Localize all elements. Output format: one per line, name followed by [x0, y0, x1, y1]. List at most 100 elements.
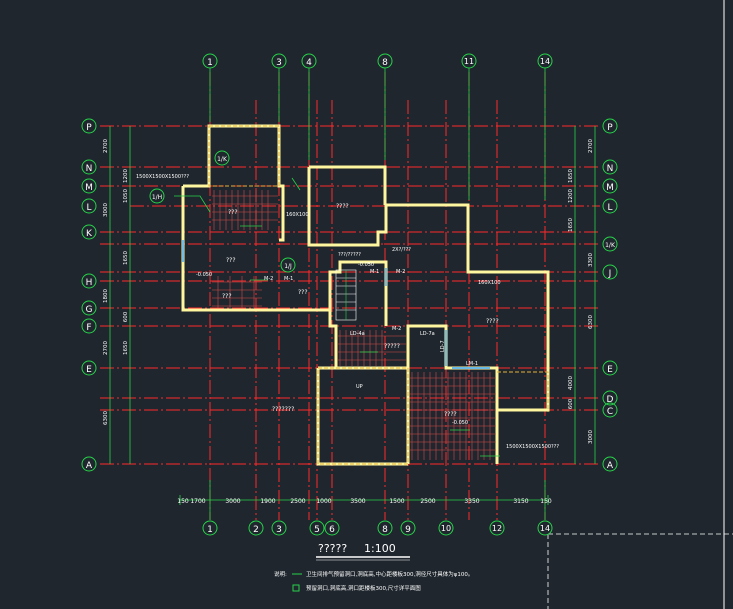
element-tags: LD-4a LD-7a LD-7 LM-1 M-1 M-1 M-2 M-2 M-…: [136, 174, 559, 450]
dimension-text: 3150: [513, 498, 528, 505]
vent-tag: 1500X1500X1500???: [506, 444, 559, 450]
axis-grid: [100, 72, 600, 520]
axis-label: 1: [207, 58, 213, 68]
door-tag: LD-4a: [350, 331, 365, 337]
dimension-text: 1700: [190, 498, 205, 505]
axis-label: P: [607, 123, 613, 133]
axis-bubble-bottom-10: 10: [438, 520, 454, 536]
door-tag: M-2: [264, 276, 273, 282]
axis-label: 3: [276, 58, 282, 68]
axis-bubble-bottom-2: 2: [248, 520, 264, 536]
dimension-text: 600: [123, 311, 129, 322]
axis-bubble-left-L: L: [81, 198, 97, 214]
notes-line-2: 预留洞口,洞底高,洞口距楼板300,尺寸详平面图: [306, 584, 421, 592]
axis-bubble-bottom-9: 9: [400, 520, 416, 536]
elevation-tag: -0.050: [358, 262, 374, 268]
axis-bubble-top-3: 3: [271, 53, 287, 69]
dimension-text: 1200: [568, 189, 574, 203]
bottom-axis-bubbles: 1 2 3 5 6 8 9 10 12 14: [202, 520, 553, 536]
dimension-text: 6300: [588, 315, 594, 329]
axis-bubble-left-N: N: [81, 159, 97, 175]
door-tag: LM-1: [466, 361, 478, 367]
axis-label: K: [86, 229, 93, 239]
axis-bubble-right-E: E: [602, 360, 618, 376]
detail-label: 1/J: [284, 263, 292, 270]
dimension-text: 3000: [588, 430, 594, 444]
drawing-title: ????? 1:100: [316, 542, 410, 561]
dimension-text: 3300: [588, 253, 594, 267]
dimension-text: 3000: [103, 203, 109, 217]
axis-label: 1/K: [605, 242, 616, 249]
axis-bubble-top-14: 14: [537, 53, 553, 69]
axis-bubble-right-P: P: [602, 118, 618, 134]
room-label: ????: [336, 203, 349, 210]
room-label: ????: [486, 318, 499, 325]
axis-label: 5: [314, 525, 320, 535]
axis-label: E: [86, 365, 92, 375]
door-tag: M-2: [396, 269, 405, 275]
scale-text: 1:100: [364, 542, 396, 555]
room-label: ???: [226, 257, 236, 264]
dimension-text: 4000: [568, 376, 574, 390]
room-label: ?????: [384, 343, 400, 350]
axis-label: 11: [464, 57, 474, 66]
notes-line-1: 卫生间排气预留洞口,洞底高,中心距楼板300,洞径尺寸具体为φ100。: [306, 570, 473, 578]
axis-bubble-right-D: D: [602, 390, 618, 406]
beam-tag: ???/?????: [338, 252, 361, 258]
dimension-text: 1500: [389, 498, 404, 505]
room-label: ???????: [272, 406, 294, 413]
dimension-text: 1650: [568, 218, 574, 232]
axis-bubble-right-L: L: [602, 198, 618, 214]
axis-bubble-left-G: G: [81, 300, 97, 316]
axis-label: 4: [306, 58, 312, 68]
dimension-text: 600: [568, 398, 574, 409]
axis-label: 14: [540, 57, 550, 66]
axis-label: 14: [540, 524, 550, 533]
detail-bubble-1j: 1/J: [280, 257, 296, 273]
left-dimensions: 2700 1200 1050 3000 1650 1800 2700 600 1…: [103, 139, 129, 425]
axis-bubble-right-M: M: [602, 178, 618, 194]
right-axis-bubbles: P N M L 1/K J E D C A: [602, 118, 618, 472]
dimension-text: 150: [540, 498, 552, 505]
axis-bubble-right-N: N: [602, 159, 618, 175]
axis-label: 1: [207, 525, 213, 535]
axis-label: C: [607, 407, 613, 417]
axis-label: M: [85, 183, 93, 193]
dimension-text: 1800: [103, 289, 109, 303]
axis-bubble-left-F: F: [81, 318, 97, 334]
axis-bubble-bottom-14: 14: [537, 520, 553, 536]
axis-label: L: [607, 203, 612, 213]
dimension-lines: [109, 68, 596, 520]
axis-bubble-left-K: K: [81, 224, 97, 240]
dimension-text: 2700: [588, 139, 594, 153]
detail-bubbles: 1/K 1/H 1/J: [149, 150, 296, 273]
dimension-text: 2700: [103, 139, 109, 153]
dimension-text: 1650: [123, 341, 129, 355]
axis-label: G: [86, 305, 93, 315]
axis-bubble-right-1K: 1/K: [602, 236, 618, 252]
axis-label: H: [86, 278, 93, 288]
notes-prefix: 说明:: [274, 570, 287, 578]
axis-label: 8: [382, 525, 388, 535]
notes: 说明: 卫生间排气预留洞口,洞底高,中心距楼板300,洞径尺寸具体为φ100。 …: [274, 570, 473, 592]
axis-bubble-bottom-3: 3: [271, 520, 287, 536]
axis-label: 3: [276, 525, 282, 535]
title-text: ?????: [318, 542, 347, 555]
walls: [181, 124, 550, 466]
axis-bubble-left-A: A: [81, 456, 97, 472]
room-label: ???: [228, 209, 238, 216]
dimension-text: 2500: [290, 498, 305, 505]
axis-bubble-bottom-8: 8: [377, 520, 393, 536]
dimension-text: 150: [177, 498, 189, 505]
axis-label: 10: [441, 524, 451, 533]
axis-bubble-top-4: 4: [301, 53, 317, 69]
stair-direction-tag: UP: [356, 384, 363, 390]
axis-bubble-left-P: P: [81, 118, 97, 134]
dimension-text: 2700: [103, 341, 109, 355]
dimension-text: 3500: [350, 498, 365, 505]
tile-hatch: [212, 190, 496, 460]
axis-label: J: [608, 269, 612, 279]
room-label: ???: [222, 293, 232, 300]
axis-label: 6: [329, 525, 335, 535]
axis-label: A: [86, 461, 93, 471]
